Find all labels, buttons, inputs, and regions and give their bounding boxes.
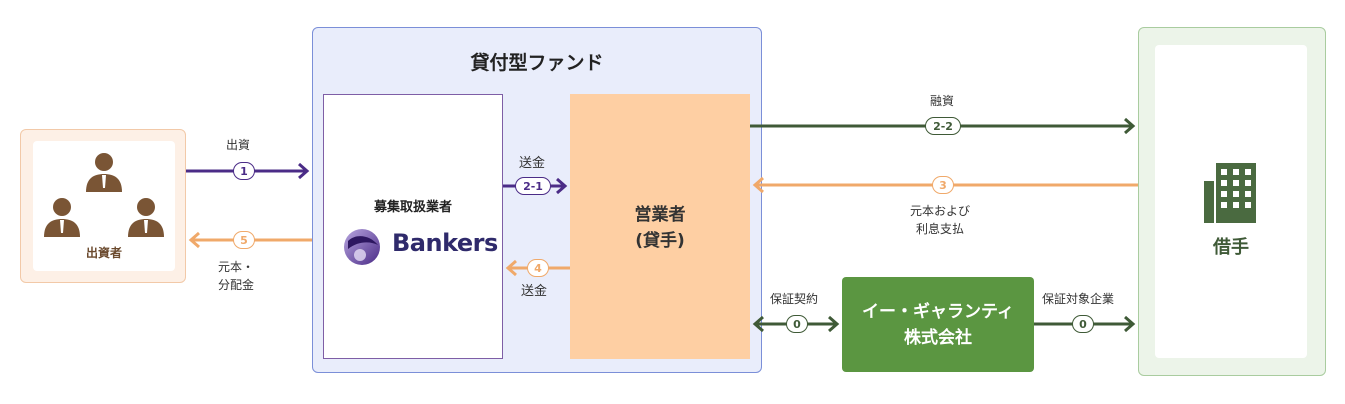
bankers-box <box>323 94 503 359</box>
label-remit: 送金 <box>519 156 546 171</box>
guarantee-name-line2: 株式会社 <box>904 328 972 348</box>
guarantee-name-line1: イー・ギャランティ <box>862 302 1014 322</box>
operator-role: (貸手) <box>635 231 685 251</box>
step-badge-remit: 2-1 <box>515 177 551 195</box>
bankers-logo-icon <box>344 229 380 265</box>
step-badge-principal-distribution: 5 <box>233 231 255 249</box>
fund-title: 貸付型ファンド <box>470 52 604 74</box>
step-badge-repayment: 3 <box>932 176 954 194</box>
borrower-label: 借手 <box>1213 237 1249 258</box>
label-principal-distribution-line2: 分配金 <box>218 278 255 292</box>
label-repayment-line2: 利息支払 <box>916 222 965 236</box>
investor-label: 出資者 <box>85 246 122 260</box>
label-investment: 出資 <box>226 138 251 152</box>
label-principal-distribution-line1: 元本・ <box>218 260 255 274</box>
label-remit-back: 送金 <box>521 284 548 299</box>
label-loan: 融資 <box>930 94 955 108</box>
step-badge-guarantee-target: 0 <box>1072 315 1094 333</box>
label-guarantee-target: 保証対象企業 <box>1042 292 1115 306</box>
office-building-icon <box>1204 163 1256 223</box>
guarantee-company-box <box>842 277 1034 372</box>
operator-label: 営業者 (貸手) <box>570 202 750 254</box>
label-guarantee-contract: 保証契約 <box>770 292 819 306</box>
label-repayment-line1: 元本および <box>910 204 971 218</box>
step-badge-guarantee-contract: 0 <box>786 315 808 333</box>
operator-box <box>570 94 750 359</box>
people-group-icon <box>44 153 164 237</box>
step-badge-remit-back: 4 <box>527 259 549 277</box>
step-badge-investment: 1 <box>233 162 255 180</box>
bankers-role-label: 募集取扱業者 <box>373 200 452 215</box>
guarantee-company-name: イー・ギャランティ 株式会社 <box>842 299 1034 351</box>
operator-name: 営業者 <box>634 205 686 225</box>
step-badge-loan: 2-2 <box>925 117 961 135</box>
bankers-logo-text: Bankers <box>392 229 498 257</box>
